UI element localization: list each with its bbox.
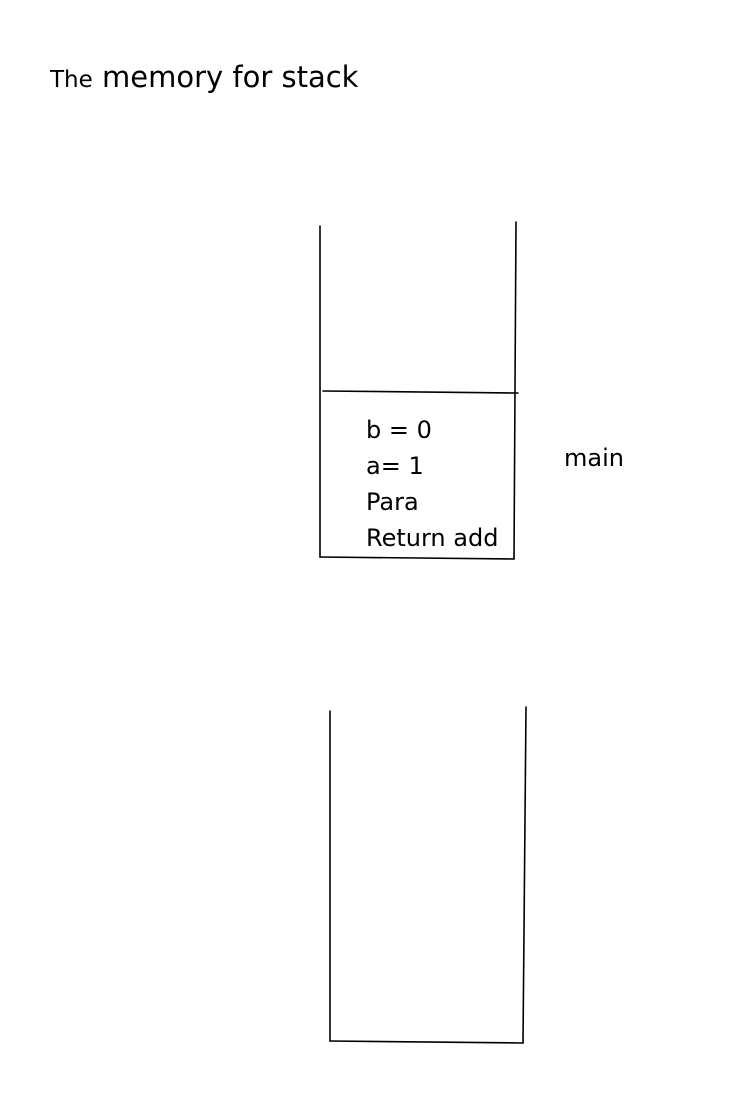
stack-container-top — [319, 221, 519, 560]
frame-entry: b = 0 — [366, 416, 432, 444]
stack-frame-entries: b = 0 a= 1 Para Return add — [366, 412, 498, 556]
stack-bottom-right-wall — [522, 706, 527, 1044]
stack-frame-divider — [322, 390, 519, 394]
title-prefix: The — [50, 67, 93, 93]
frame-entry: Return add — [366, 524, 499, 552]
stack-bottom-bottom — [329, 1040, 524, 1044]
diagram-title: The memory for stack — [50, 60, 358, 94]
stack-top-bottom — [319, 556, 515, 560]
frame-entry: a= 1 — [366, 452, 424, 480]
frame-entry: Para — [366, 488, 419, 516]
stack-container-bottom — [329, 706, 527, 1044]
title-main: memory for stack — [102, 60, 359, 94]
frame-label-main: main — [564, 444, 624, 472]
stack-top-right-wall — [513, 221, 517, 560]
